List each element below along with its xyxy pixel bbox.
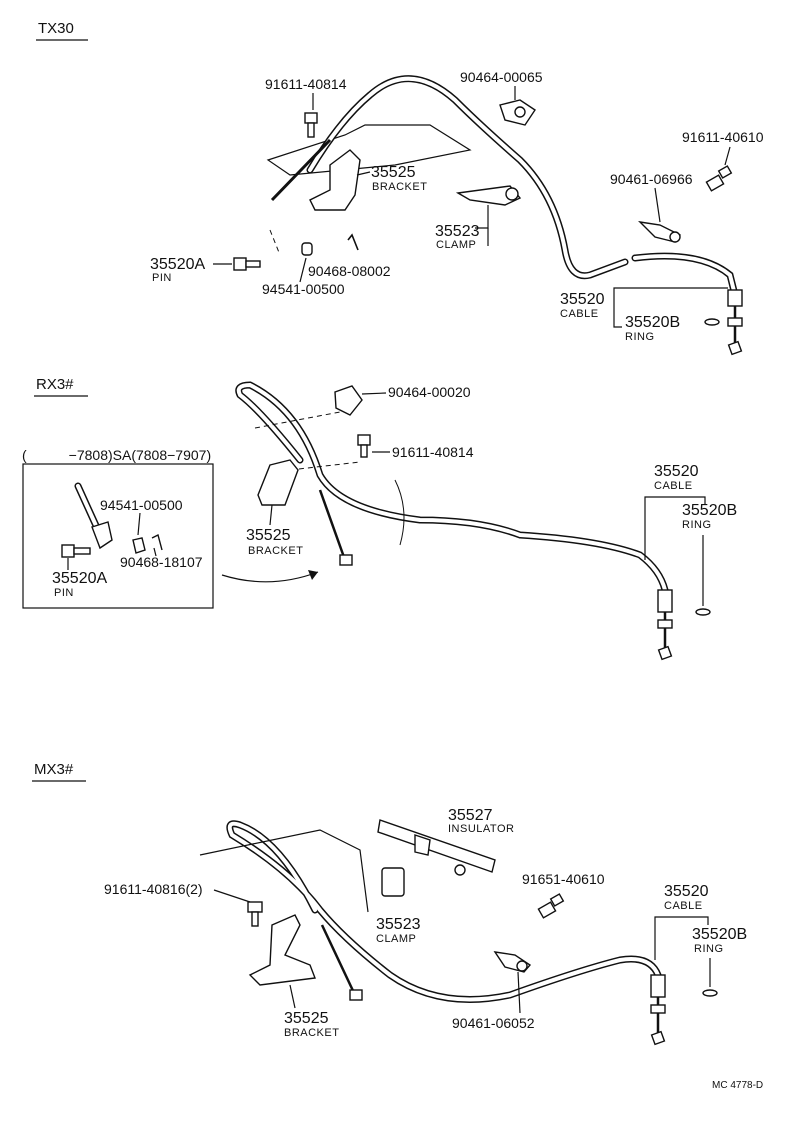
part-number-35527: 35527: [448, 807, 493, 824]
part-number-90461-06052: 90461-06052: [452, 1015, 535, 1031]
part-number-90464-00020: 90464-00020: [388, 384, 471, 400]
bolt-91651-40610-part: [537, 893, 565, 919]
part-number-35525: 35525: [371, 164, 416, 181]
cable-end-tx30: [727, 289, 743, 356]
part-number-35523: 35523: [435, 223, 480, 240]
part-number-rx3-35520A: 35520A: [52, 570, 107, 587]
clamp-90464-00065-part: [499, 99, 536, 126]
part-number-94541-00500: 94541-00500: [262, 281, 345, 297]
cable-rx3: [235, 381, 669, 594]
part-number-mx3-35520B: 35520B: [692, 926, 747, 943]
cable-mx3: [226, 820, 662, 1003]
part-number-90461-06966: 90461-06966: [610, 171, 693, 187]
bolt-91611-40814-part: [304, 112, 318, 138]
label-rx3-ring: RING: [682, 519, 712, 531]
insulator-35527-part: [377, 819, 496, 876]
part-number-rx3-35520B: 35520B: [682, 502, 737, 519]
nut-94541-00500-part: [301, 242, 313, 256]
inset-parts: [61, 482, 163, 558]
part-number-mx3-35520: 35520: [664, 883, 709, 900]
label-pin: PIN: [152, 272, 172, 284]
part-number-91611-40816: 91611-40816(2): [104, 881, 203, 897]
clamp-35523-part: [455, 185, 522, 206]
ring-rx3-35520B-part: [695, 608, 711, 616]
label-rx3-pin: PIN: [54, 587, 74, 599]
clamp-mx3-35523-part: [381, 867, 405, 897]
cable-end-rx3: [657, 589, 673, 661]
clamp-90464-00020-part: [334, 385, 363, 416]
label-ring: RING: [625, 331, 655, 343]
part-number-rx3-94541-00500: 94541-00500: [100, 497, 183, 513]
label-rx3-bracket: BRACKET: [248, 545, 303, 557]
label-mx3-cable: CABLE: [664, 900, 703, 912]
section-title-rx3: RX3#: [36, 376, 74, 393]
bracket-35525-part: [309, 149, 361, 211]
part-number-91611-40610: 91611-40610: [682, 129, 764, 145]
section-tx30: TX30 91611-40814 90464-00065: [36, 20, 764, 356]
section-rx3: RX3# 90464-00020 91611-40814 ( −7808)SA(…: [22, 376, 737, 661]
clip-90461-06052-part: [493, 951, 532, 973]
cable-end-mx3: [650, 974, 666, 1046]
label-cable: CABLE: [560, 308, 599, 320]
part-number-90468-18107: 90468-18107: [120, 554, 203, 570]
part-number-91611-40814: 91611-40814: [265, 76, 347, 92]
part-number-rx3-35520: 35520: [654, 463, 699, 480]
label-rx3-cable: CABLE: [654, 480, 693, 492]
part-number-rx3-91611-40814: 91611-40814: [392, 444, 474, 460]
section-mx3: MX3# 35527 INSULATOR 35523 CLAMP: [32, 761, 747, 1046]
ring-35520B-part: [704, 318, 720, 326]
inset-arrow: [221, 571, 319, 583]
bracket-mx3-35525-part: [248, 914, 316, 986]
label-bracket: BRACKET: [372, 181, 427, 193]
bolt-91611-40610-part: [705, 165, 733, 192]
footer-code: MC 4778-D: [712, 1080, 763, 1091]
part-number-90464-00065: 90464-00065: [460, 69, 543, 85]
label-mx3-bracket: BRACKET: [284, 1027, 339, 1039]
section-title-tx30: TX30: [38, 20, 74, 37]
clip-90468-08002-part: [347, 233, 359, 251]
label-mx3-ring: RING: [694, 943, 724, 955]
cable-tx30: [270, 75, 739, 299]
engine-outline: [266, 124, 472, 176]
part-number-mx3-35523: 35523: [376, 916, 421, 933]
part-number-rx3-35525: 35525: [246, 527, 291, 544]
ring-mx3-35520B-part: [702, 989, 718, 997]
part-number-35520A: 35520A: [150, 256, 205, 273]
part-number-91651-40610: 91651-40610: [522, 871, 605, 887]
part-number-35520: 35520: [560, 291, 605, 308]
label-clamp: CLAMP: [436, 239, 476, 251]
inset-box: [22, 463, 214, 609]
part-number-35520B: 35520B: [625, 314, 680, 331]
part-number-90468-08002: 90468-08002: [308, 263, 391, 279]
bolt-91611-40816-part: [247, 901, 263, 927]
pin-35520A-part: [233, 257, 261, 271]
label-mx3-clamp: CLAMP: [376, 933, 416, 945]
bolt-rx3-91611-40814-part: [357, 434, 371, 458]
section-title-mx3: MX3#: [34, 761, 74, 778]
label-insulator: INSULATOR: [448, 823, 514, 835]
part-number-mx3-35525: 35525: [284, 1010, 329, 1027]
clip-90461-06966-part: [638, 220, 682, 243]
bracket-rx3-35525-part: [257, 459, 299, 506]
range-label: ( −7808)SA(7808−7907): [22, 447, 211, 463]
arrow-head: [308, 570, 318, 580]
